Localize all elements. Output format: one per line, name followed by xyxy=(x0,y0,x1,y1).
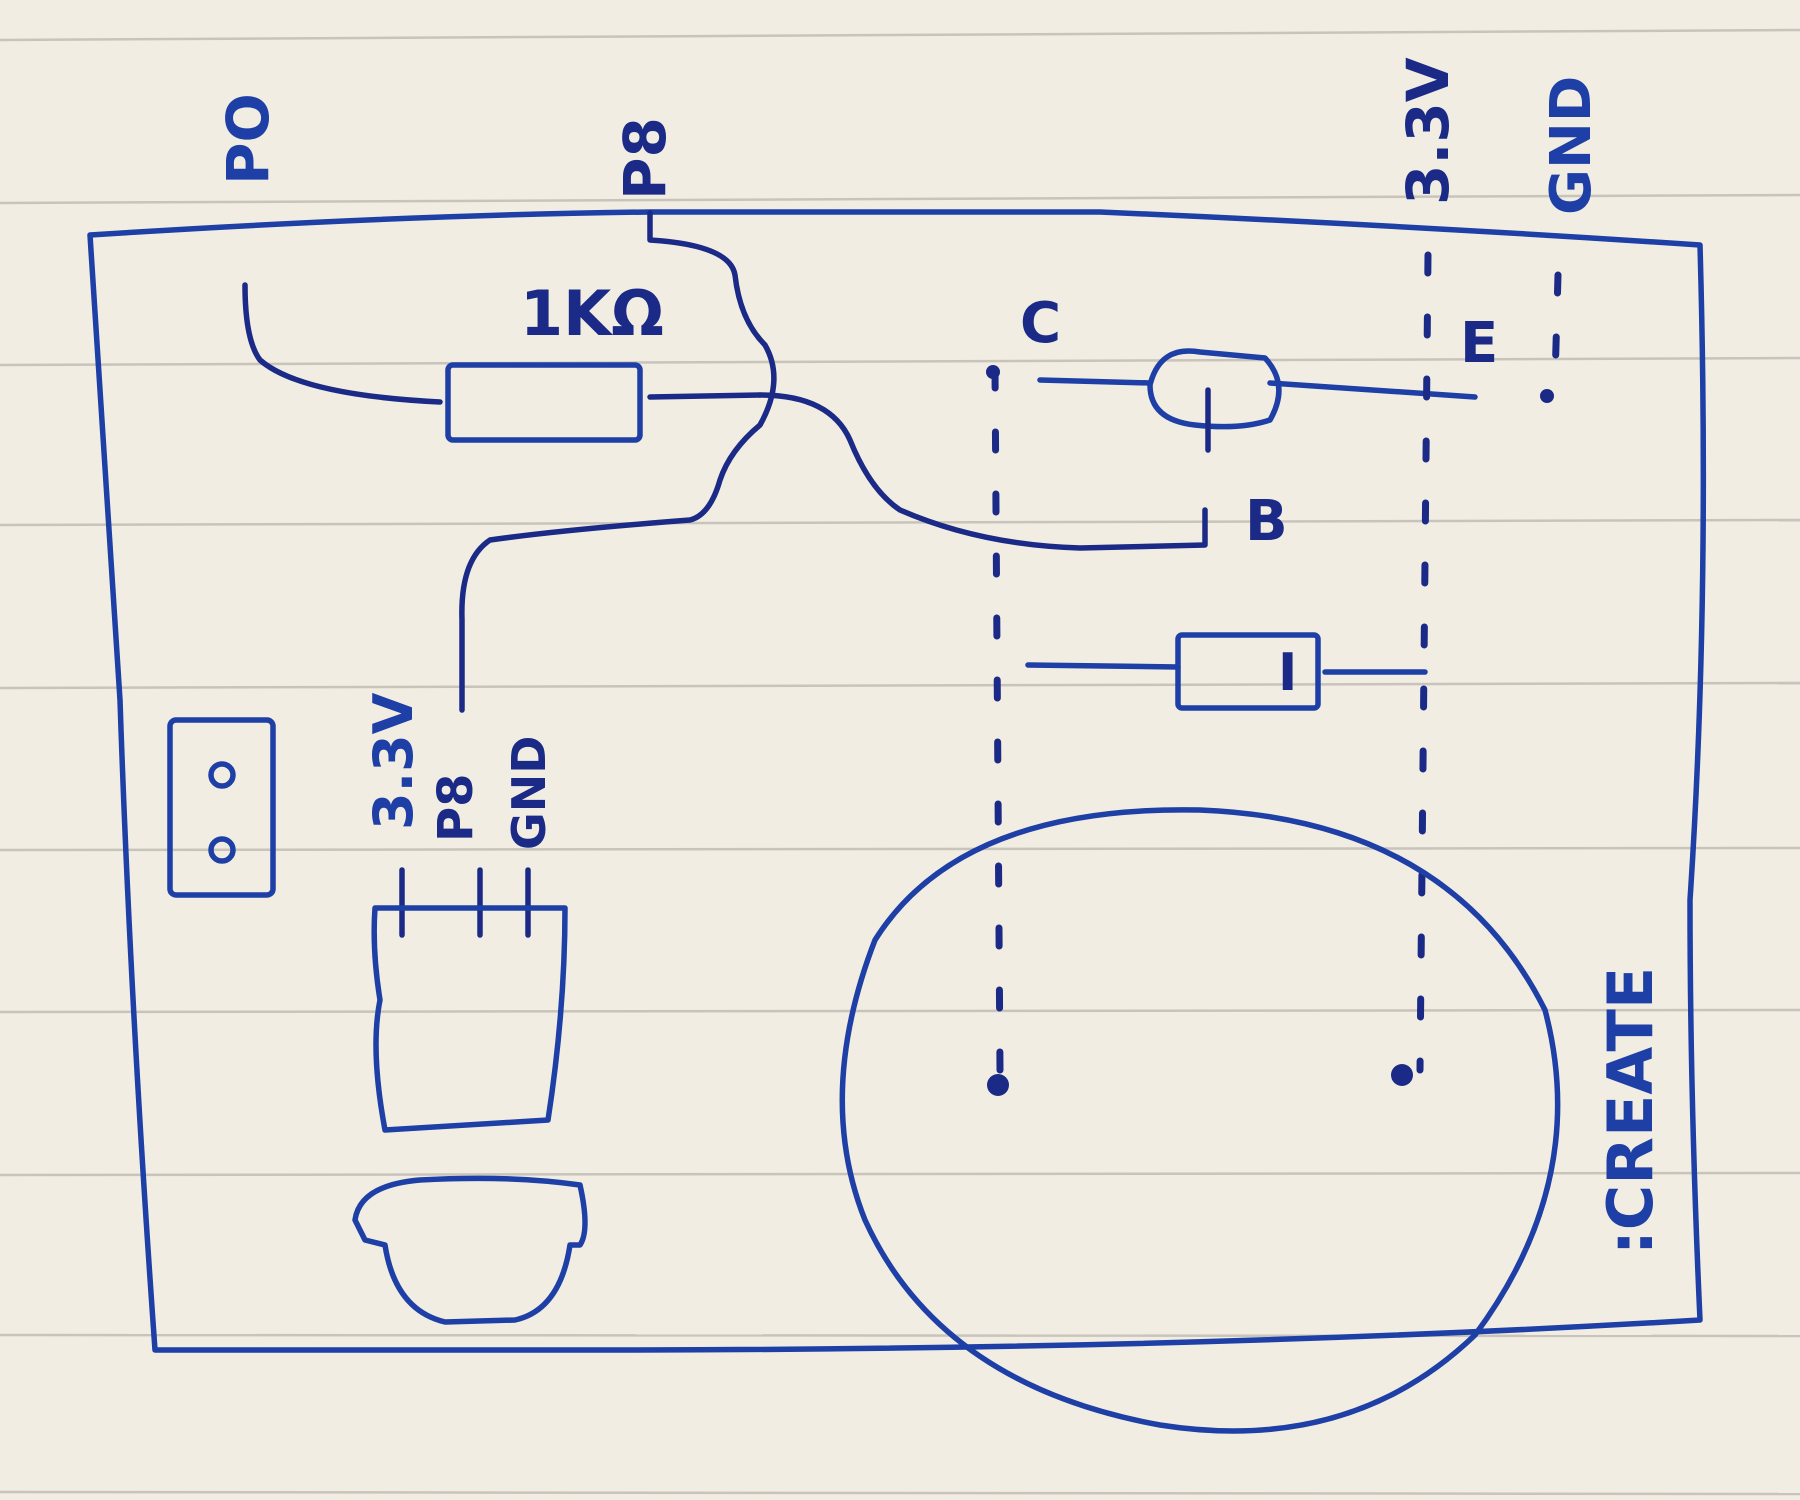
label-resistor: 1KΩ xyxy=(520,277,664,350)
label-brand: :CREATE xyxy=(1594,967,1667,1255)
two-hole-board xyxy=(167,717,276,898)
wire-p0 xyxy=(242,282,443,405)
label-emitter: E xyxy=(1460,311,1498,376)
label-base: B xyxy=(1245,489,1288,554)
transistor xyxy=(1037,348,1478,453)
dashed-rail-left xyxy=(991,366,1004,1074)
buzzer xyxy=(352,1175,588,1325)
dashed-rail-3v3 xyxy=(1416,251,1432,1074)
rail-dot xyxy=(1540,389,1554,403)
wire-p8 xyxy=(459,210,777,713)
label-gnd-rail: GND xyxy=(1539,76,1604,215)
label-3v3-rail: 3.3V xyxy=(1394,57,1462,205)
motor-pad-left xyxy=(987,1074,1009,1096)
motor-pad-right xyxy=(1391,1064,1413,1086)
label-collector: C xyxy=(1020,291,1061,356)
label-conn-3v3: 3.3V xyxy=(362,692,425,830)
label-p8-top: P8 xyxy=(611,117,679,200)
dashed-rail-gnd xyxy=(1551,271,1562,384)
rail-dot xyxy=(986,365,1000,379)
board-outline xyxy=(87,209,1707,1353)
label-diode-mark: I xyxy=(1278,643,1297,703)
wire-base xyxy=(757,392,1208,551)
three-pin-connector xyxy=(371,867,568,1133)
resistor xyxy=(445,362,763,443)
notebook-rules xyxy=(0,28,1800,1496)
label-conn-p8: P8 xyxy=(428,773,484,842)
label-conn-gnd: GND xyxy=(502,736,556,850)
diode xyxy=(1025,632,1428,711)
label-p0: PO xyxy=(214,93,282,185)
motor-disc xyxy=(839,807,1561,1434)
